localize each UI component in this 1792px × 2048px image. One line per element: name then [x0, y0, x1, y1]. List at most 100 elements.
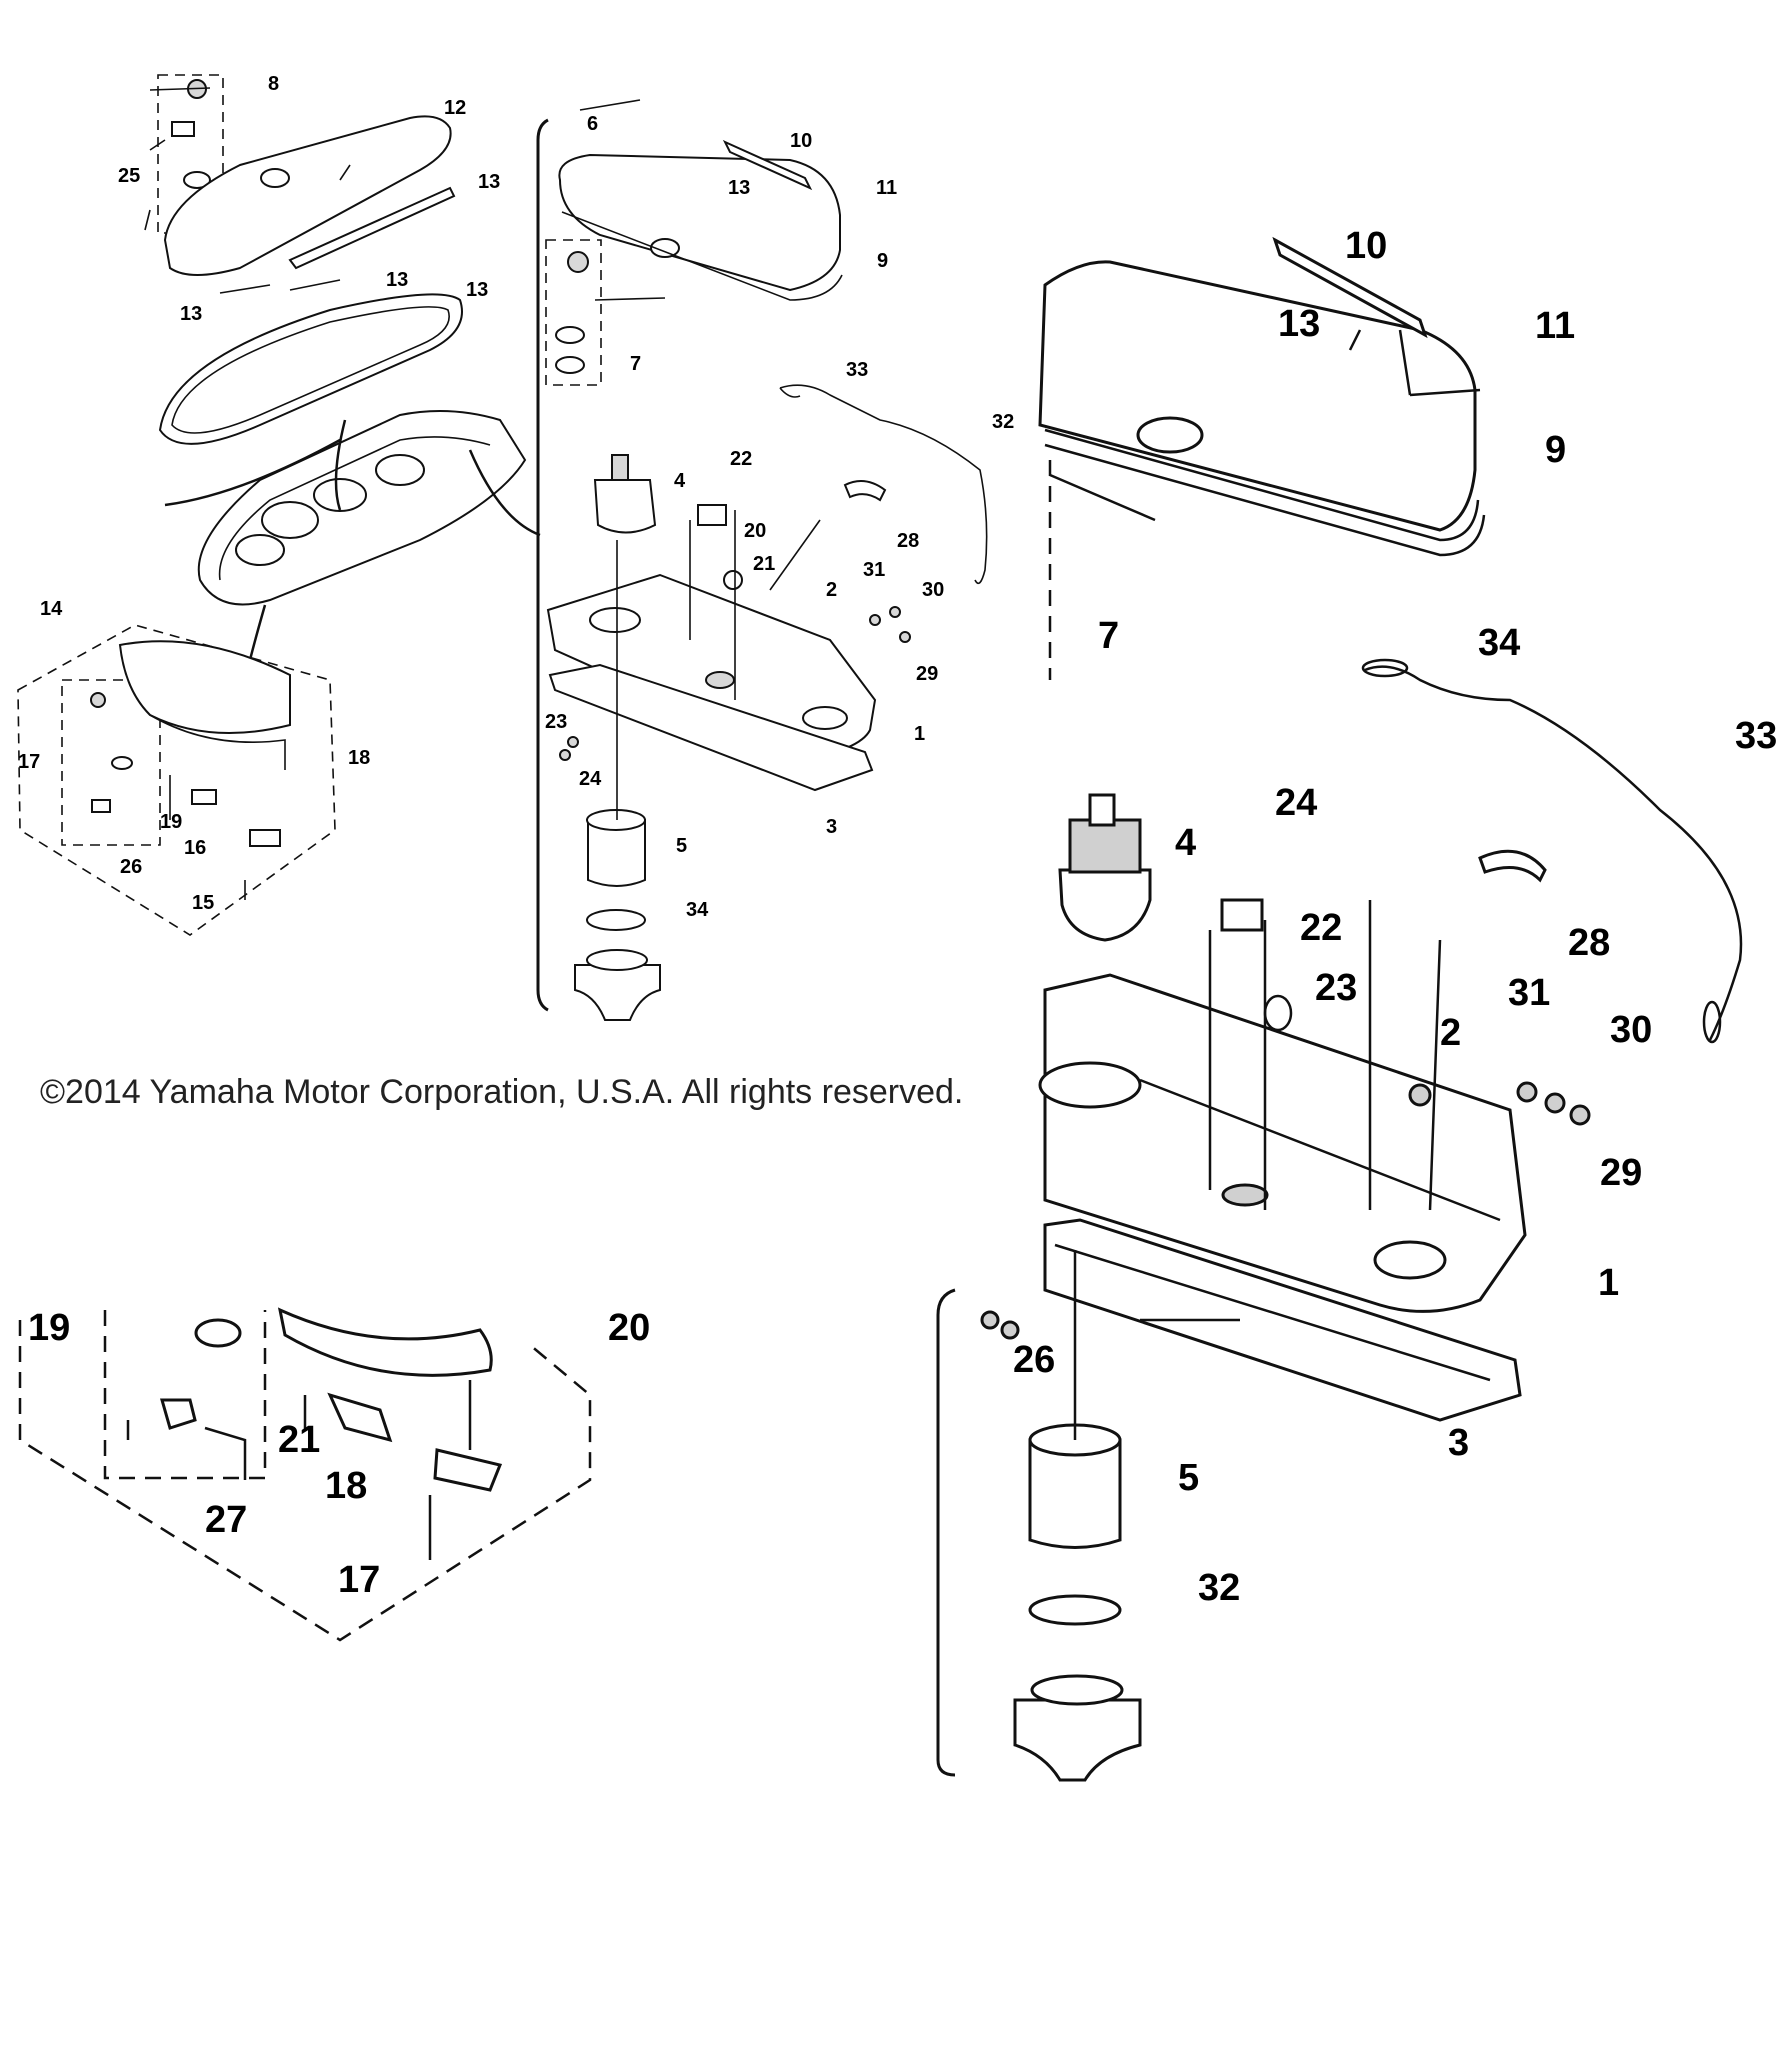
callout-6: 6: [587, 113, 598, 135]
part-3-gasket: [548, 663, 874, 792]
zoom-left-labels: 19 20 21 18 27 17: [28, 1307, 650, 1601]
zoom-callout-26: 26: [1013, 1339, 1055, 1381]
part-16-lid: [118, 640, 291, 734]
part-34-ring: [586, 909, 646, 931]
part-22-bracket: [697, 504, 727, 526]
callout-13: 13: [728, 177, 750, 199]
callout-18: 16: [184, 837, 206, 859]
callout-29: 29: [916, 663, 938, 685]
callout-13: 13: [180, 303, 202, 325]
lid-hole: [260, 168, 290, 188]
zoom-tray: [1043, 973, 1527, 1313]
zoom-callout-17: 17: [338, 1559, 380, 1601]
part-27-latch: [171, 121, 195, 137]
part-10-hinge: [722, 139, 813, 191]
boat-silhouette: [164, 410, 541, 661]
callout-33: 33: [846, 359, 868, 381]
zoom-callout-4: 4: [1175, 822, 1196, 864]
callout-16: 14: [40, 598, 63, 620]
center-console-overview: [536, 99, 988, 1021]
part-27-catch: [91, 799, 111, 813]
part-14-hinge: [288, 186, 456, 270]
callout-5: 5: [676, 835, 687, 857]
callout-1: 1: [914, 723, 925, 745]
zoom-lid-16: [277, 1307, 493, 1377]
lower-hatch-assembly: [17, 624, 336, 936]
callout-2: 2: [826, 579, 837, 601]
callout-3: 3: [826, 816, 837, 838]
zoom-callout-13: 13: [1278, 303, 1320, 345]
zoom-hinge-18: [433, 1448, 503, 1492]
callout-31: 31: [863, 559, 885, 581]
boat-hull: [197, 410, 527, 606]
zoom-left-hatch: [18, 1307, 592, 1642]
zoom-callout-22: 22: [1300, 907, 1342, 949]
zoom-block-21: [327, 1392, 393, 1443]
part-12-lid: [163, 115, 452, 276]
zoom-callout-9: 9: [1545, 429, 1566, 471]
zoom-callout-1: 1: [1598, 1262, 1619, 1304]
zoom-lid: [1038, 260, 1477, 532]
zoom-callout-27: 27: [205, 1499, 247, 1541]
part-5-cylinder: [587, 819, 646, 887]
zoom-callout-5: 5: [1178, 1457, 1199, 1499]
callout-8: 8: [268, 73, 279, 95]
callout-23: 21: [753, 553, 775, 575]
zoom-callout-2: 2: [1440, 1012, 1461, 1054]
zoom-callout-33: 34: [1478, 622, 1520, 664]
grommet: [183, 171, 211, 189]
zoom-callout-18: 18: [325, 1465, 367, 1507]
callout-9: 9: [877, 250, 888, 272]
zoom-catch-27: [160, 1398, 197, 1430]
callout-21: 19: [160, 811, 182, 833]
zoom-callout-7: 7: [1098, 615, 1119, 657]
upper-hatch-assembly: [144, 74, 463, 445]
zoom-callout-31: 31: [1508, 972, 1550, 1014]
zoom-callout-28: 28: [1568, 922, 1610, 964]
zoom-hinge-10: [1272, 236, 1428, 339]
part-18-hinge: [249, 829, 281, 847]
zoom-callout-11: 11: [1535, 305, 1575, 347]
zoom-right-labels: 10 13 11 9 7 34 33 24 4 22 28 23 31 2 30…: [1013, 225, 1777, 1609]
callout-28: 28: [897, 530, 919, 552]
callout-26: 24: [579, 768, 602, 790]
zoom-cylinder-5: [1028, 1438, 1122, 1549]
part-4-switch: [593, 479, 657, 534]
overview-labels: 8 12 25 13 13 13 13 14 17 18 19 16 26 15…: [18, 73, 1014, 921]
copyright-notice: ©2014 Yamaha Motor Corporation, U.S.A. A…: [40, 1073, 963, 1111]
callout-25: 23: [545, 711, 567, 733]
callout-24: 22: [730, 448, 752, 470]
callout-10: 10: [790, 130, 812, 152]
part-21-block: [191, 789, 217, 805]
callout-19: 17: [18, 751, 40, 773]
zoom-right-console: [936, 236, 1743, 1782]
callout-34: 34: [686, 899, 709, 921]
part-6-lid: [558, 153, 841, 292]
zoom-callout-21: 21: [278, 1419, 320, 1461]
part-15-seal: [158, 293, 463, 445]
zoom-part-4: [1058, 868, 1152, 942]
zoom-ring-34: [1028, 1594, 1122, 1626]
zoom-callout-24: 24: [1275, 782, 1317, 824]
zoom-callout-34: 32: [1198, 1567, 1240, 1609]
callout-30: 30: [922, 579, 944, 601]
zoom-callout-20: 20: [608, 1307, 650, 1349]
base-mount: [574, 964, 661, 1021]
callout-22: 20: [744, 520, 766, 542]
callout-12: 12: [444, 97, 466, 119]
callout-20: 18: [348, 747, 370, 769]
zoom-callout-3: 3: [1448, 1422, 1469, 1464]
callout-14: 13: [478, 171, 500, 193]
callout-7: 7: [630, 353, 641, 375]
zoom-base: [1013, 1698, 1142, 1782]
callout-11: 11: [876, 177, 897, 199]
zoom-gasket: [1043, 1218, 1522, 1422]
zoom-callout-23: 23: [1315, 967, 1357, 1009]
callout-32: 32: [992, 411, 1014, 433]
callout-17: 15: [192, 892, 214, 914]
zoom-callout-30: 30: [1610, 1009, 1652, 1051]
callout-27: 26: [120, 856, 142, 878]
callout-13: 13: [386, 269, 408, 291]
zoom-callout-29: 29: [1600, 1152, 1642, 1194]
